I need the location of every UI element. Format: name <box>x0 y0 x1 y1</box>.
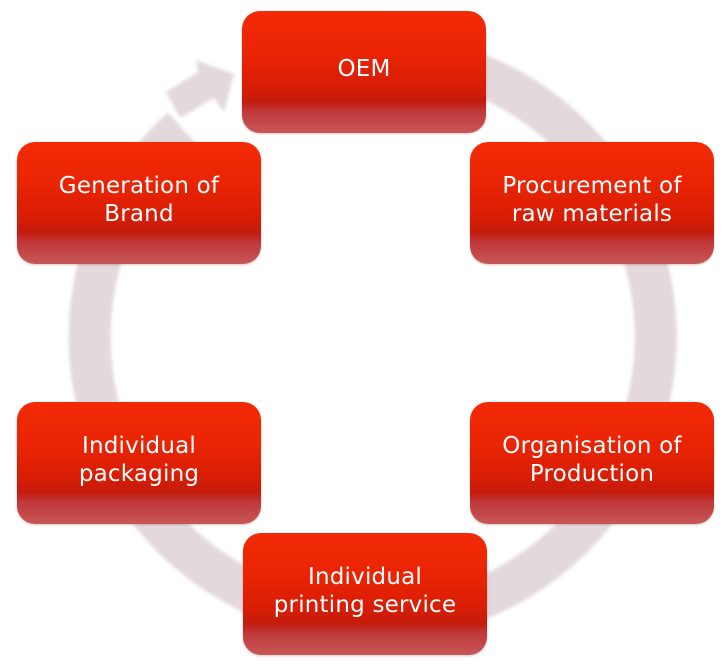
step-label-procurement: Procurement of raw materials <box>502 173 682 227</box>
step-label-printing: Individual printing service <box>273 564 457 618</box>
step-label-packaging: Individual packaging <box>78 433 200 487</box>
step-label-brand: Generation of Brand <box>58 173 220 227</box>
step-box-individual-printing-service: Individual printing service <box>243 533 487 655</box>
step-box-oem: OEM <box>242 11 486 133</box>
cycle-arc <box>68 32 677 641</box>
step-box-generation-of-brand: Generation of Brand <box>17 142 261 264</box>
cycle-arrowhead-icon <box>166 60 234 118</box>
step-label-organisation: Organisation of Production <box>502 433 682 487</box>
step-box-procurement-of-raw-materials: Procurement of raw materials <box>470 142 714 264</box>
step-box-organisation-of-production: Organisation of Production <box>470 402 714 524</box>
step-label-oem: OEM <box>337 56 391 82</box>
step-box-individual-packaging: Individual packaging <box>17 402 261 524</box>
